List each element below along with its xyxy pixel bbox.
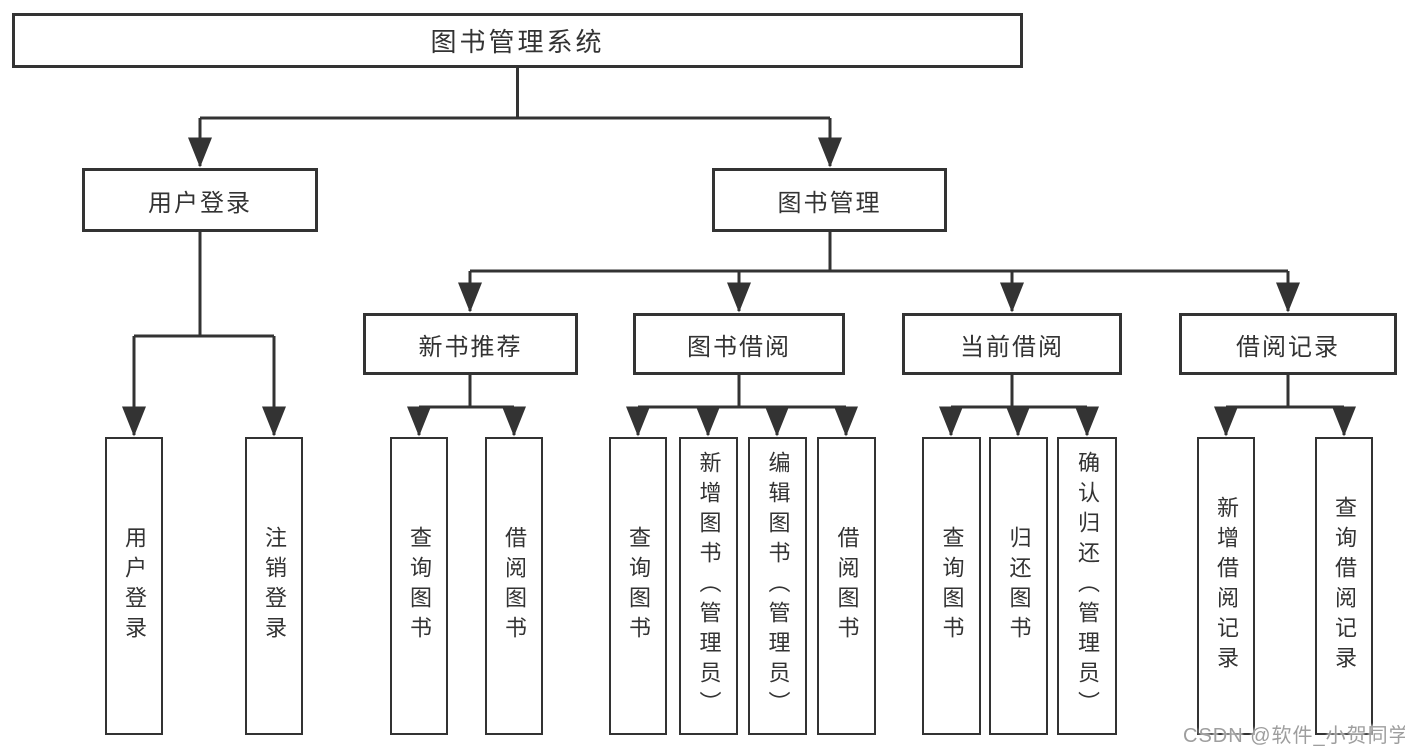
node-label: 确认归还（管理员） — [1075, 451, 1100, 721]
node-label: 用户登录 — [148, 189, 252, 217]
node-leaf-edit-books-admin: 编辑图书（管理员） — [748, 437, 807, 735]
node-label: 新增借阅记录 — [1214, 496, 1239, 676]
node-leaf-confirm-return-admin: 确认归还（管理员） — [1057, 437, 1117, 735]
node-book-borrowing: 图书借阅 — [633, 313, 845, 375]
node-label: 新书推荐 — [418, 333, 523, 361]
watermark: CSDN @软件_小贺同学 — [1183, 725, 1405, 747]
node-leaf-query-borrow-record: 查询借阅记录 — [1315, 437, 1373, 735]
connector-current-borrow-to-children — [939, 375, 1099, 437]
node-label: 新增图书（管理员） — [696, 451, 722, 721]
node-leaf-query-books-3: 查询图书 — [922, 437, 981, 735]
node-label: 编辑图书（管理员） — [765, 451, 791, 721]
node-label: 查询图书 — [626, 526, 651, 646]
connector-book-borrow-to-children — [626, 375, 858, 437]
node-leaf-return-books: 归还图书 — [989, 437, 1048, 735]
connector-user-login-to-children — [122, 232, 286, 437]
node-label: 用户登录 — [122, 526, 147, 646]
node-leaf-add-borrow-record: 新增借阅记录 — [1197, 437, 1255, 735]
node-leaf-borrow-books-2: 借阅图书 — [817, 437, 876, 735]
node-user-login: 用户登录 — [82, 168, 318, 232]
node-current-borrowing: 当前借阅 — [902, 313, 1122, 375]
node-label: 借阅记录 — [1236, 333, 1340, 361]
connector-root-to-level2 — [188, 68, 842, 168]
node-label: 当前借阅 — [960, 333, 1064, 361]
node-leaf-logout: 注销登录 — [245, 437, 303, 735]
node-root-library-system: 图书管理系统 — [12, 13, 1023, 68]
node-label: 借阅图书 — [834, 526, 860, 646]
node-label: 图书借阅 — [687, 333, 791, 361]
node-leaf-add-books-admin: 新增图书（管理员） — [679, 437, 738, 735]
node-label: 图书管理 — [777, 189, 882, 217]
connector-new-book-rec-to-children — [407, 375, 526, 437]
node-new-book-recommend: 新书推荐 — [363, 313, 578, 375]
connector-borrow-record-to-children — [1214, 375, 1356, 437]
connector-book-mgmt-to-level3 — [458, 232, 1300, 313]
node-label: 查询图书 — [407, 526, 432, 646]
node-label: 查询借阅记录 — [1332, 496, 1357, 676]
node-label: 图书管理系统 — [430, 27, 605, 57]
node-book-management: 图书管理 — [712, 168, 947, 232]
node-label: 查询图书 — [939, 526, 965, 646]
node-label: 借阅图书 — [502, 526, 527, 646]
node-leaf-query-books-1: 查询图书 — [390, 437, 448, 735]
node-borrow-records: 借阅记录 — [1179, 313, 1397, 375]
node-leaf-user-login: 用户登录 — [105, 437, 163, 735]
node-leaf-query-books-2: 查询图书 — [609, 437, 667, 735]
node-label: 注销登录 — [262, 526, 287, 646]
node-label: 归还图书 — [1006, 526, 1032, 646]
node-leaf-borrow-books-1: 借阅图书 — [485, 437, 543, 735]
